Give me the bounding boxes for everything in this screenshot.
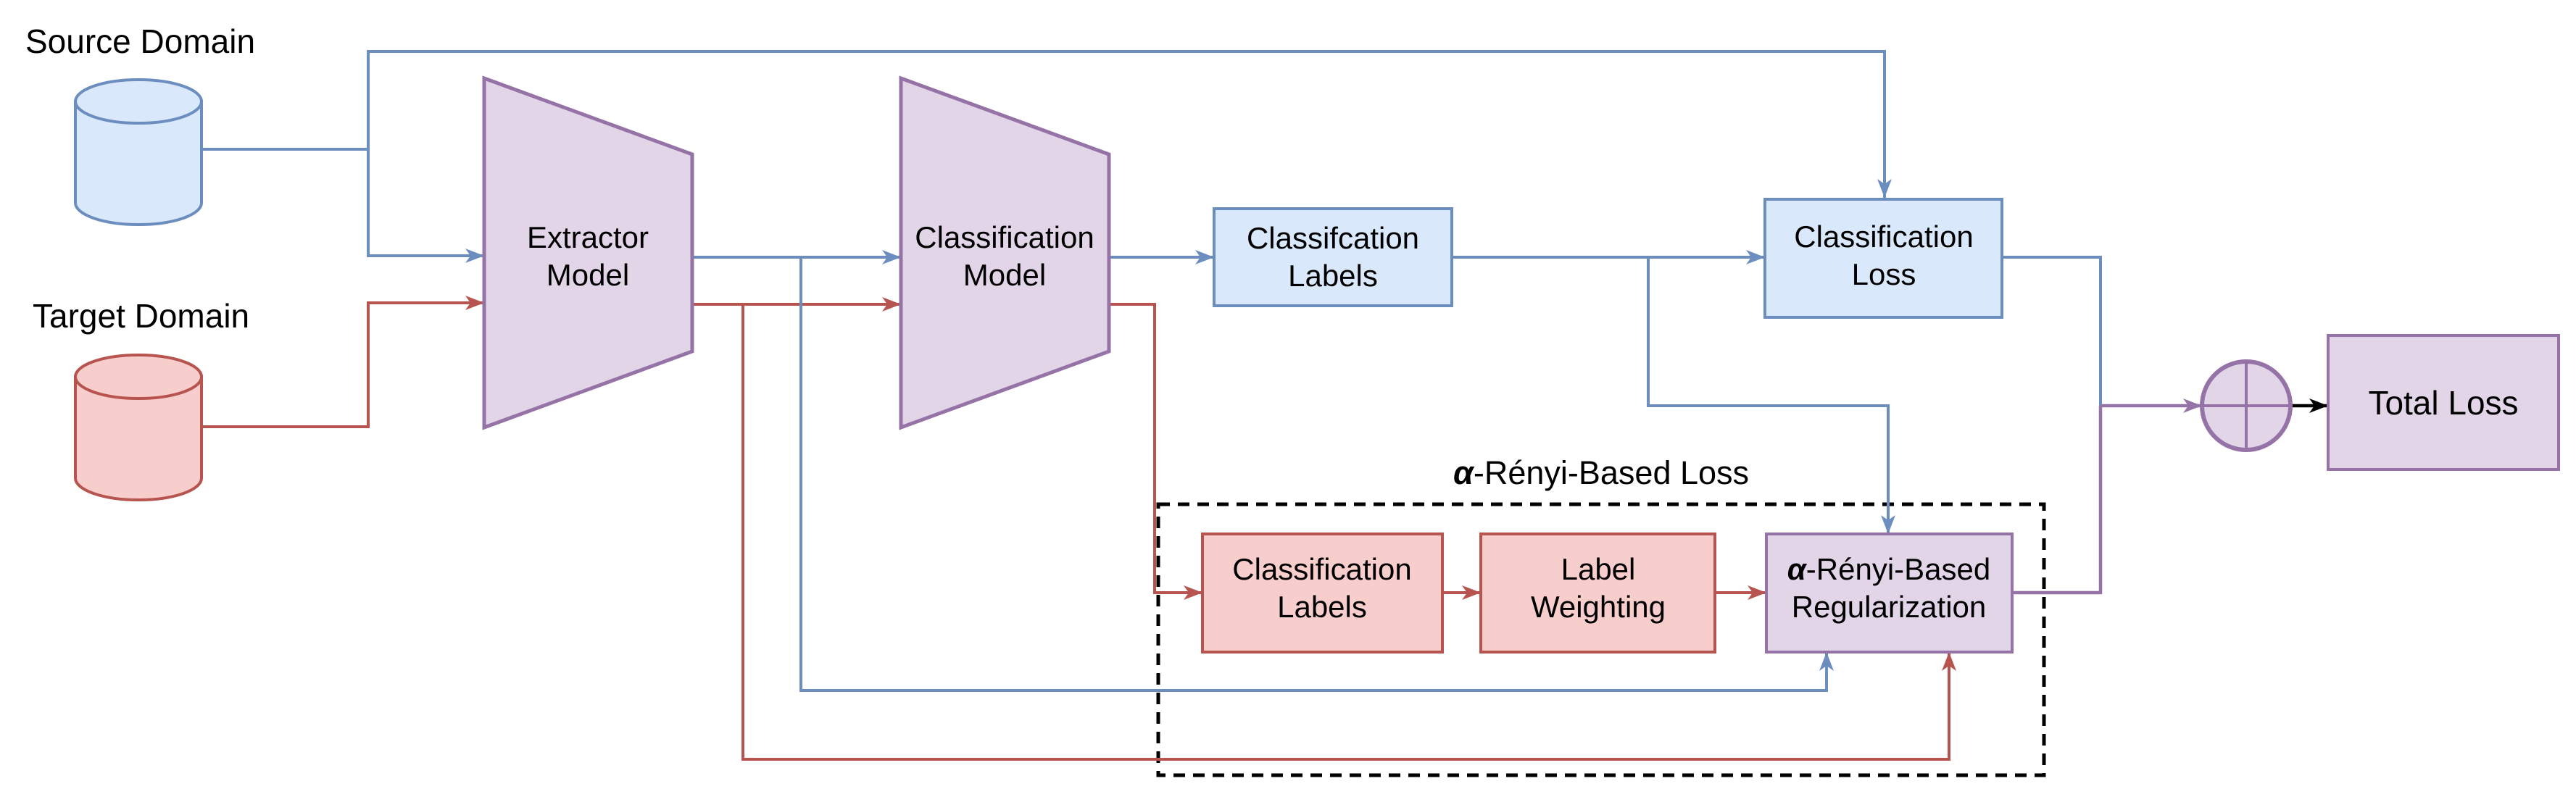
- wire-extractor-blue-branch-to-regularization: [799, 257, 1834, 692]
- renyi-regularization-line1: α-Rényi-Based: [1787, 552, 1991, 586]
- source-database-top: [74, 78, 203, 125]
- source-domain-label: Source Domain: [25, 22, 255, 60]
- classification-labels-red-line1: Classification: [1232, 552, 1411, 586]
- target-database-top: [74, 354, 203, 400]
- wire-classifier-to-red-labels: [1109, 303, 1202, 600]
- wire-target-to-extractor: [201, 296, 484, 428]
- renyi-regularization-line2: Regularization: [1792, 590, 1987, 624]
- classification-labels-blue-node: [1213, 207, 1453, 307]
- sum-plus-icon: [2200, 359, 2293, 452]
- classification-loss-line1: Classification: [1794, 220, 1973, 254]
- wire-labels-branch-to-regularization-top: [1647, 257, 1895, 534]
- source-database-icon: [74, 78, 203, 226]
- renyi-loss-group-title-rest: -Rényi-Based Loss: [1474, 454, 1749, 491]
- alpha-symbol: α: [1787, 552, 1808, 586]
- extractor-model-label-line1: Extractor: [527, 220, 649, 254]
- classification-labels-blue-line1: Classifcation: [1247, 221, 1419, 255]
- label-weighting-node: [1479, 533, 1716, 654]
- wire-regularization-to-junction: [2012, 406, 2103, 595]
- total-loss-label: Total Loss: [2368, 384, 2518, 422]
- wire-source-to-extractor: [367, 149, 484, 263]
- classification-loss-node: [1763, 198, 2003, 319]
- classification-model-label-line2: Model: [963, 258, 1046, 292]
- classification-labels-red-node: [1201, 533, 1444, 654]
- target-domain-label: Target Domain: [33, 297, 249, 335]
- renyi-regularization-node: [1765, 533, 2014, 654]
- classification-loss-line2: Loss: [1852, 257, 1916, 291]
- label-weighting-line1: Label: [1561, 552, 1636, 586]
- total-loss-node: [2327, 334, 2560, 471]
- target-database-icon: [74, 354, 203, 501]
- wire-extractor-red-branch-to-regularization: [741, 304, 1956, 761]
- extractor-model-node: [482, 75, 694, 430]
- extractor-model-label-line2: Model: [547, 258, 629, 292]
- classification-model-label-line1: Classification: [915, 220, 1094, 254]
- label-weighting-line2: Weighting: [1531, 590, 1666, 624]
- renyi-regularization-line1-rest: -Rényi-Based: [1806, 552, 1990, 586]
- classification-labels-blue-line2: Labels: [1288, 259, 1378, 293]
- source-database-body: [74, 100, 203, 226]
- target-database-body: [74, 375, 203, 501]
- wire-classification-loss-to-junction: [2002, 256, 2102, 406]
- classification-model-node: [899, 75, 1111, 430]
- classification-labels-red-line2: Labels: [1277, 590, 1367, 624]
- sum-cross: [2202, 362, 2290, 450]
- wire-source-top-to-classification-loss: [367, 50, 1892, 198]
- renyi-loss-group-title: α-Rényi-Based Loss: [1453, 454, 1749, 491]
- alpha-symbol: α: [1453, 454, 1475, 491]
- renyi-loss-group-box: [1156, 502, 2046, 777]
